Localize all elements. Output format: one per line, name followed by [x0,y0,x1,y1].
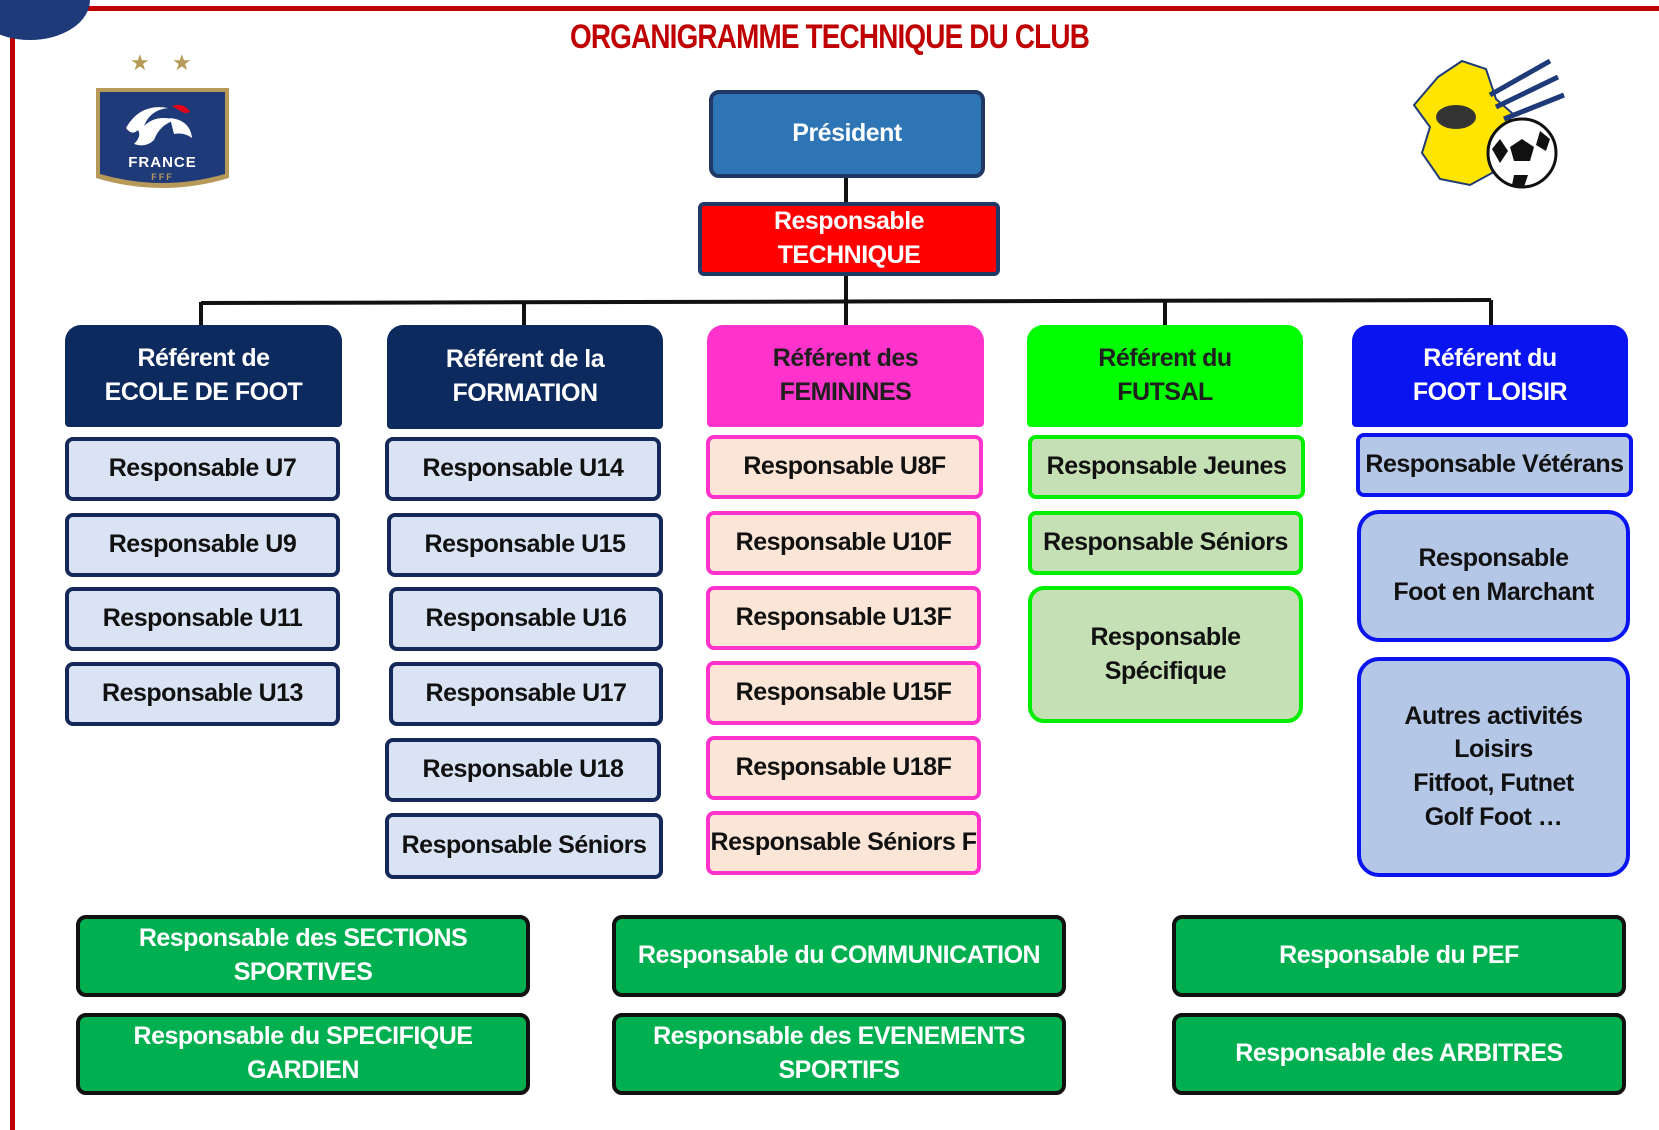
item-autres-activites[interactable]: Autres activités Loisirs Fitfoot, Futnet… [1357,657,1630,877]
bottom-sections-sportives-label: Responsable des SECTIONS SPORTIVES [138,924,468,986]
item-u11-label: Responsable U11 [102,604,303,633]
page-title: ORGANIGRAMME TECHNIQUE DU CLUB [569,18,1090,56]
item-u17-label: Responsable U17 [425,679,627,708]
regional-league-logo-icon [1412,58,1565,189]
header-futsal-label: Référent du FUTSAL [1098,344,1232,406]
item-u13[interactable]: Responsable U13 [65,662,340,726]
item-u11[interactable]: Responsable U11 [65,587,340,651]
bottom-arbitres-label: Responsable des ARBITRES [1235,1039,1563,1068]
bottom-pef[interactable]: Responsable du PEF [1172,915,1626,997]
item-futsal-seniors-label: Responsable Séniors [1043,528,1288,557]
item-u15-label: Responsable U15 [424,530,626,559]
bottom-evenements-sportifs[interactable]: Responsable des EVENEMENTS SPORTIFS [612,1013,1066,1095]
item-veterans-label: Responsable Vétérans [1365,450,1624,479]
bottom-evenements-sportifs-label: Responsable des EVENEMENTS SPORTIFS [653,1022,1025,1084]
bottom-pef-label: Responsable du PEF [1279,941,1519,970]
item-u10f-label: Responsable U10F [735,528,952,557]
fff-rooster-logo-icon: ★ ★ [96,51,229,188]
item-u15f-label: Responsable U15F [735,678,952,707]
item-seniors-f[interactable]: Responsable Séniors F [706,811,981,875]
bottom-arbitres[interactable]: Responsable des ARBITRES [1172,1013,1626,1095]
bottom-specifique-gardien-label: Responsable du SPECIFIQUE GARDIEN [133,1022,473,1084]
item-seniors[interactable]: Responsable Séniors [385,813,663,879]
item-u15[interactable]: Responsable U15 [387,513,663,577]
technique-box[interactable]: Responsable TECHNIQUE [698,202,1000,276]
header-foot-loisir[interactable]: Référent du FOOT LOISIR [1352,325,1628,427]
header-feminines[interactable]: Référent des FEMININES [707,325,984,427]
president-box[interactable]: Président [709,90,985,178]
item-u18f-label: Responsable U18F [735,753,952,782]
regional-logo [1400,55,1570,205]
bottom-communication-label: Responsable du COMMUNICATION [637,941,1041,970]
item-u18-label: Responsable U18 [422,755,624,784]
top-border [0,6,1659,11]
item-u7[interactable]: Responsable U7 [65,437,340,501]
bottom-communication[interactable]: Responsable du COMMUNICATION [612,915,1066,997]
item-specifique-label: Responsable Spécifique [1090,622,1241,685]
svg-text:★: ★ [172,51,192,76]
bottom-specifique-gardien[interactable]: Responsable du SPECIFIQUE GARDIEN [76,1013,530,1095]
header-formation[interactable]: Référent de la FORMATION [387,325,663,429]
item-u13f[interactable]: Responsable U13F [706,586,981,650]
item-u18f[interactable]: Responsable U18F [706,736,981,800]
item-foot-en-marchant-label: Responsable Foot en Marchant [1393,544,1594,606]
item-u14[interactable]: Responsable U14 [385,437,661,501]
item-u16[interactable]: Responsable U16 [389,587,663,651]
header-feminines-label: Référent des FEMININES [772,344,919,406]
item-specifique[interactable]: Responsable Spécifique [1028,586,1303,723]
header-foot-loisir-label: Référent du FOOT LOISIR [1412,344,1568,406]
item-u16-label: Responsable U16 [425,604,627,633]
header-ecole-de-foot-label: Référent de ECOLE DE FOOT [104,344,303,406]
item-jeunes[interactable]: Responsable Jeunes [1028,435,1305,499]
fff-logo-subtext: FFF [151,172,174,182]
header-formation-label: Référent de la FORMATION [445,345,605,407]
item-jeunes-label: Responsable Jeunes [1046,452,1287,481]
item-seniors-label: Responsable Séniors [401,831,647,860]
item-u8f-label: Responsable U8F [743,452,946,481]
item-u14-label: Responsable U14 [422,454,624,483]
item-u9[interactable]: Responsable U9 [65,513,340,577]
item-u13f-label: Responsable U13F [735,603,952,632]
left-border [10,6,15,1130]
item-seniors-f-label: Responsable Séniors F [710,828,977,857]
item-u8f[interactable]: Responsable U8F [706,435,983,499]
item-u13-label: Responsable U13 [102,679,303,708]
item-u7-label: Responsable U7 [108,454,297,483]
fff-logo: ★ ★ FRANCE FFF [90,48,235,198]
item-u15f[interactable]: Responsable U15F [706,661,981,725]
item-u9-label: Responsable U9 [108,530,297,559]
president-label: Président [792,119,902,148]
item-futsal-seniors[interactable]: Responsable Séniors [1028,511,1303,575]
header-ecole-de-foot[interactable]: Référent de ECOLE DE FOOT [65,325,342,427]
item-autres-activites-label: Autres activités Loisirs Fitfoot, Futnet… [1404,701,1583,831]
item-u17[interactable]: Responsable U17 [389,662,663,726]
svg-text:★: ★ [130,51,150,76]
fff-logo-text: FRANCE [128,154,197,171]
item-foot-en-marchant[interactable]: Responsable Foot en Marchant [1357,510,1630,642]
header-futsal[interactable]: Référent du FUTSAL [1027,325,1303,427]
item-u10f[interactable]: Responsable U10F [706,511,981,575]
connector-horizontal [200,298,1492,305]
bottom-sections-sportives[interactable]: Responsable des SECTIONS SPORTIVES [76,915,530,997]
item-u18[interactable]: Responsable U18 [385,738,661,802]
item-veterans[interactable]: Responsable Vétérans [1356,433,1633,497]
technique-label: Responsable TECHNIQUE [773,207,925,269]
